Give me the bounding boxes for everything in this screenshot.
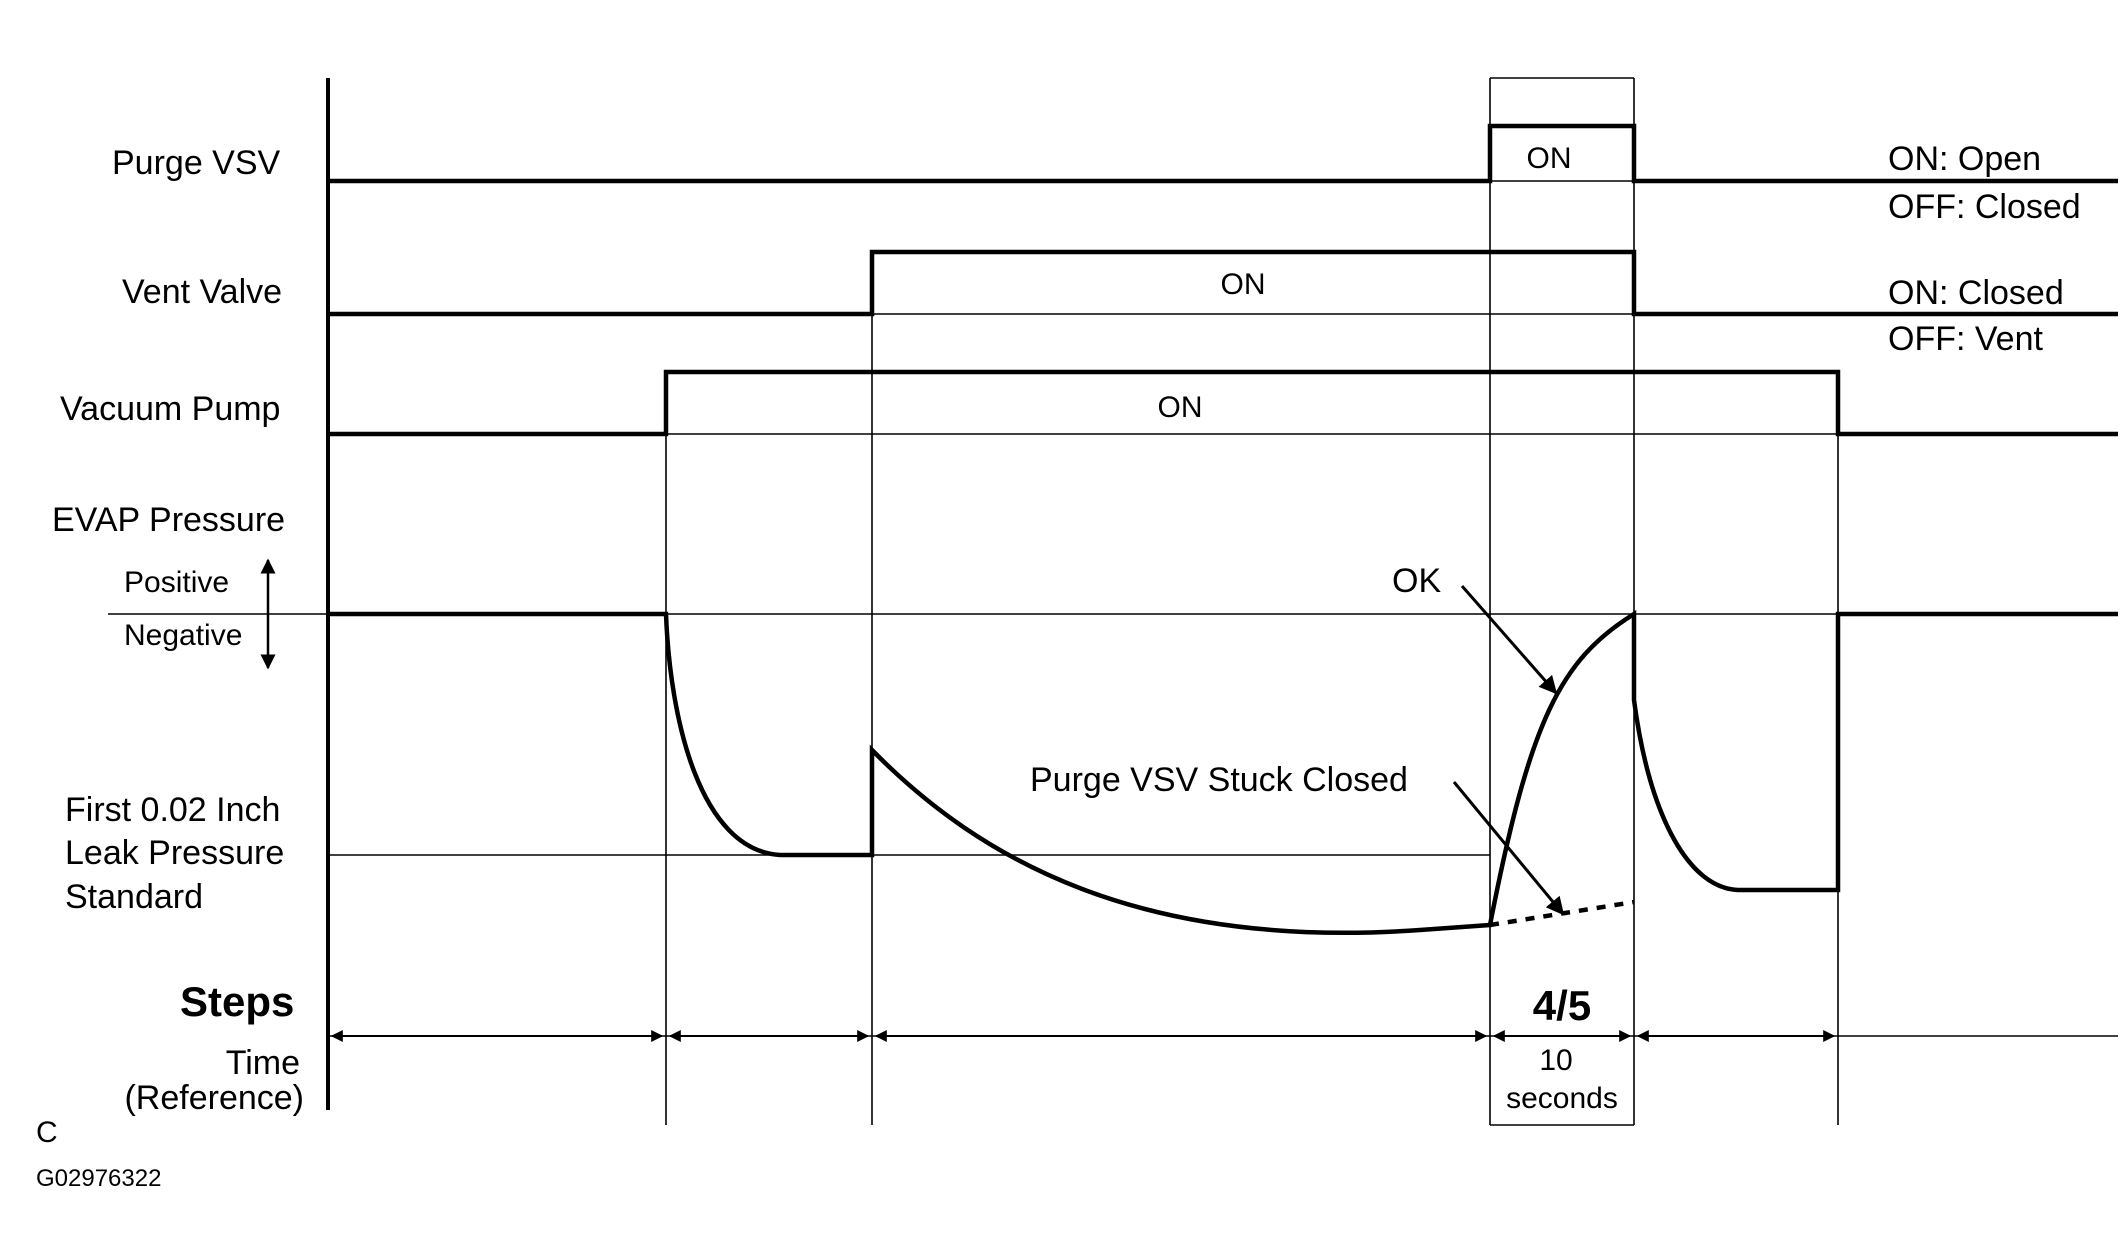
vent-valve-note-off: OFF: Vent — [1888, 320, 2043, 358]
vent-valve-signal — [328, 249, 2118, 317]
ok-annotation: OK — [1392, 562, 1441, 600]
corner-letter: C — [36, 1116, 58, 1149]
duration-value: 10 — [1539, 1044, 1572, 1077]
stuck-closed-annotation: Purge VSV Stuck Closed — [1030, 761, 1408, 799]
negative-label: Negative — [124, 619, 242, 652]
positive-label: Positive — [124, 566, 229, 599]
vent-valve-note-on: ON: Closed — [1888, 274, 2064, 312]
current-step-label: 4/5 — [1533, 982, 1591, 1029]
stuck-closed-arrow-icon — [1452, 781, 1565, 916]
time-label-line1: Time — [226, 1044, 300, 1082]
purge-vsv-on-label: ON — [1527, 142, 1572, 175]
vacuum-pump-label: Vacuum Pump — [60, 390, 280, 428]
purge-vsv-signal — [328, 123, 2118, 184]
vacuum-pump-signal — [328, 369, 2118, 437]
steps-label: Steps — [180, 978, 294, 1025]
leak-standard-label-line3: Standard — [65, 878, 203, 916]
leak-standard-label-line1: First 0.02 Inch — [65, 791, 280, 829]
duration-unit: seconds — [1506, 1082, 1618, 1115]
ok-arrow-icon — [1460, 585, 1558, 695]
vent-valve-on-label: ON — [1221, 268, 1266, 301]
purge-vsv-note-off: OFF: Closed — [1888, 188, 2081, 226]
vacuum-pump-on-label: ON — [1158, 391, 1203, 424]
leak-standard-label-line2: Leak Pressure — [65, 834, 284, 872]
purge-vsv-label: Purge VSV — [112, 144, 281, 182]
time-label-line2: (Reference) — [124, 1079, 304, 1117]
vent-valve-label: Vent Valve — [122, 273, 282, 311]
evap-pressure-curve — [328, 609, 2118, 935]
figure-id: G02976322 — [36, 1165, 161, 1192]
purge-vsv-note-on: ON: Open — [1888, 140, 2041, 178]
evap-pressure-label: EVAP Pressure — [52, 501, 285, 539]
